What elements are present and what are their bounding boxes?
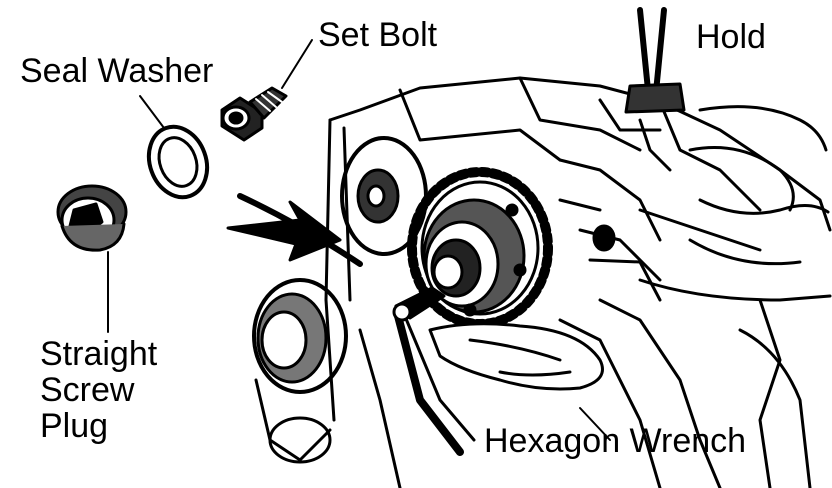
arrow-shaft <box>237 193 363 267</box>
seal-washer-label: Seal Washer <box>20 52 214 90</box>
plug-label-line2: Screw <box>40 371 135 409</box>
hexagon-wrench-tool <box>392 286 476 456</box>
straight-screw-plug-label: Straight Screw Plug <box>40 336 157 444</box>
hexagon-wrench-leader <box>579 407 611 441</box>
seal-washer-leader <box>139 95 165 129</box>
direction-arrow <box>226 200 342 262</box>
idler-pulley <box>340 136 428 256</box>
hold-wrench-tool <box>598 7 686 172</box>
straight-screw-plug-part <box>56 184 128 333</box>
hexagon-wrench-label: Hexagon Wrench <box>484 422 747 460</box>
hand-illustration <box>428 322 604 391</box>
set-bolt-part <box>220 86 288 142</box>
set-bolt-label: Set Bolt <box>318 16 438 54</box>
engine-details <box>558 105 828 302</box>
timing-gear <box>407 167 553 329</box>
plug-label-line3: Plug <box>40 407 109 445</box>
hold-label: Hold <box>696 18 766 56</box>
set-bolt-leader <box>281 39 313 89</box>
plug-label-line1: Straight <box>40 335 158 373</box>
water-pump-pulley <box>252 278 348 464</box>
seal-washer-part <box>146 124 210 200</box>
